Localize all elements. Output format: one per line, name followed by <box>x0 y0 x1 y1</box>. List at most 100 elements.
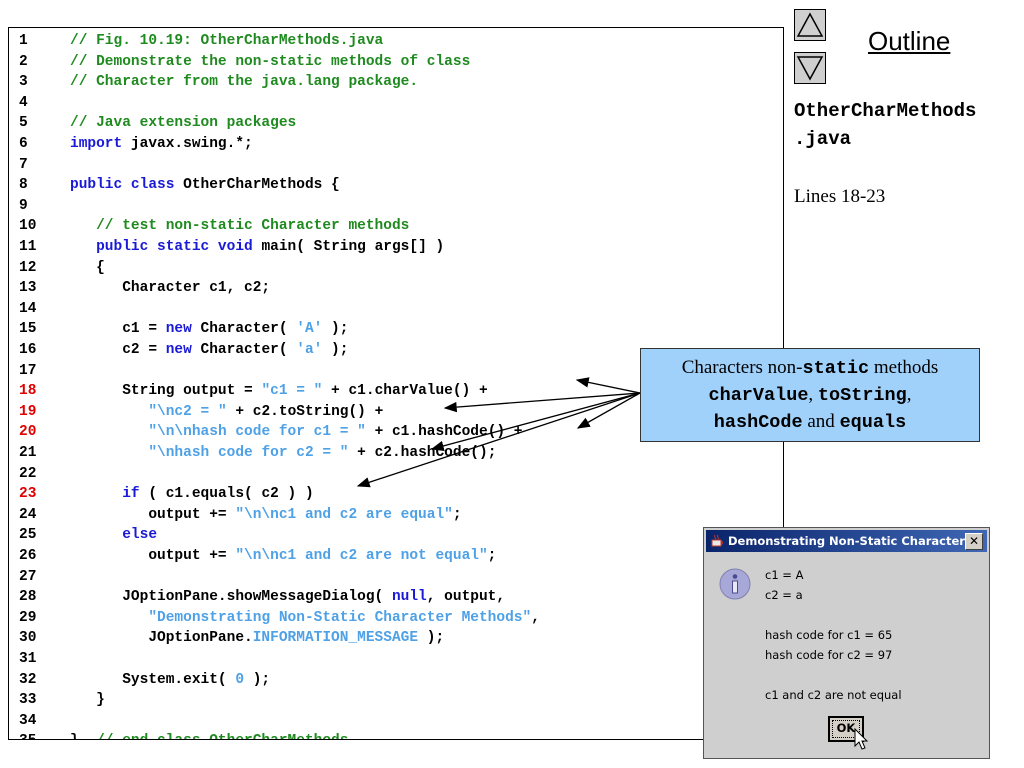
code-line: 35 } // end class OtherCharMethods <box>9 731 783 739</box>
next-slide-button[interactable] <box>794 52 826 84</box>
code-token: , output, <box>426 589 506 606</box>
code-token: + c1.charValue() + <box>322 383 488 400</box>
outline-link[interactable]: Outline <box>868 26 951 56</box>
code-line: 31 <box>9 649 783 670</box>
code-token: INFORMATION_MESSAGE <box>252 630 419 647</box>
code-token: else <box>70 527 158 544</box>
code-line: 23 if ( c1.equals( c2 ) ) <box>9 484 783 505</box>
code-line: 27 <box>9 567 783 588</box>
callout-text: , <box>808 384 818 405</box>
code-line: 7 <box>9 155 783 176</box>
code-text: Character c1, c2; <box>70 278 270 299</box>
dialog-title-bar[interactable]: Demonstrating Non-Static Character ... ✕ <box>706 530 987 552</box>
code-line: 5 // Java extension packages <box>9 113 783 134</box>
code-text: c1 = new Character( 'A' ); <box>70 319 348 340</box>
callout-text: methods <box>869 357 939 378</box>
line-number: 15 <box>19 321 37 338</box>
callout-text: and <box>802 411 840 432</box>
line-number: 26 <box>19 548 37 564</box>
code-token: ); <box>322 321 349 338</box>
code-text: import javax.swing.*; <box>70 134 253 155</box>
line-number: 10 <box>19 218 37 235</box>
line-number: 9 <box>19 197 28 214</box>
code-line: 6 import javax.swing.*; <box>9 134 783 155</box>
code-text: JOptionPane.showMessageDialog( null, out… <box>70 587 505 608</box>
previous-slide-button[interactable] <box>794 9 826 41</box>
code-token: JOptionPane. <box>70 630 253 647</box>
code-text: output += "\n\nc1 and c2 are not equal"; <box>70 546 496 567</box>
code-text: } // end class OtherCharMethods <box>70 731 348 739</box>
code-text: } <box>70 690 105 711</box>
line-number: 24 <box>19 506 37 523</box>
dialog-message-line: c1 = A <box>765 568 804 582</box>
line-number: 4 <box>19 94 28 111</box>
code-line: 30 JOptionPane.INFORMATION_MESSAGE ); <box>9 628 783 649</box>
line-number: 12 <box>19 259 37 276</box>
dialog-message-line: c1 and c2 are not equal <box>765 688 902 702</box>
code-token: javax.swing.*; <box>122 136 253 152</box>
code-token: } <box>70 692 105 709</box>
code-token: 'a' <box>296 342 323 358</box>
code-text: System.exit( 0 ); <box>70 670 270 691</box>
line-number: 11 <box>19 239 37 255</box>
line-number: 2 <box>19 53 28 70</box>
arrow-to-line-20 <box>576 392 641 429</box>
code-line: 4 <box>9 93 783 114</box>
code-token: "\n\nc1 and c2 are not equal" <box>235 548 488 564</box>
code-token: new <box>165 321 192 338</box>
code-text: // Demonstrate the non-static methods of… <box>70 52 470 73</box>
code-token: main( String args[] ) <box>252 239 445 255</box>
code-token: public class <box>70 177 175 194</box>
line-number: 5 <box>19 115 28 132</box>
code-text: if ( c1.equals( c2 ) ) <box>70 484 314 505</box>
code-token: Character( <box>191 321 297 338</box>
code-line: 12 { <box>9 258 783 279</box>
info-icon <box>719 568 751 600</box>
callout-text: Characters non- <box>681 357 803 378</box>
code-token: // Java extension packages <box>70 115 297 132</box>
line-number: 13 <box>19 280 37 297</box>
line-number: 34 <box>19 712 37 729</box>
code-line: 2 // Demonstrate the non-static methods o… <box>9 52 783 73</box>
code-line: 15 c1 = new Character( 'A' ); <box>9 319 783 340</box>
code-token: ); <box>418 630 445 647</box>
line-number: 21 <box>19 445 37 461</box>
code-text: "\nc2 = " + c2.toString() + <box>70 402 383 423</box>
code-line: 16 c2 = new Character( 'a' ); <box>9 340 783 361</box>
triangle-down-icon <box>796 56 824 81</box>
code-line: 14 <box>9 299 783 320</box>
code-token: ( c1.equals( c2 ) ) <box>139 486 314 503</box>
code-token: Character( <box>191 342 297 358</box>
code-token: "\n\nhash code for c1 = " <box>148 424 366 441</box>
code-token: null <box>391 589 427 606</box>
code-text: { <box>70 258 105 279</box>
code-token: System.exit( <box>70 671 236 688</box>
line-number: 6 <box>19 136 28 152</box>
code-text: // test non-static Character methods <box>70 216 409 237</box>
code-line: 32 System.exit( 0 ); <box>9 670 783 691</box>
code-text: public static void main( String args[] ) <box>70 237 444 258</box>
line-number: 1 <box>19 33 28 49</box>
line-number: 23 <box>19 486 37 503</box>
ok-button-label: OK <box>836 721 856 735</box>
code-line: 1// Fig. 10.19: OtherCharMethods.java <box>9 31 783 52</box>
code-token: public static void <box>96 239 253 255</box>
code-text: // Character from the java.lang package. <box>70 72 418 93</box>
code-token: // Character from the java.lang package. <box>70 74 419 91</box>
arrow-to-line-19 <box>443 392 641 413</box>
code-token: new <box>165 342 192 358</box>
close-button[interactable]: ✕ <box>965 533 983 550</box>
code-token: if <box>122 486 140 503</box>
code-token: ; <box>452 506 462 523</box>
code-text: JOptionPane.INFORMATION_MESSAGE ); <box>70 628 444 649</box>
mouse-cursor-icon <box>854 728 869 750</box>
line-number: 35 <box>19 731 49 739</box>
line-number: 7 <box>19 156 28 173</box>
line-number: 20 <box>19 424 37 441</box>
code-line: 24 output += "\n\nc1 and c2 are equal"; <box>9 505 783 526</box>
code-line: 19 "\nc2 = " + c2.toString() + <box>9 402 783 423</box>
code-token: 'A' <box>296 321 323 338</box>
code-token: ); <box>244 671 271 688</box>
